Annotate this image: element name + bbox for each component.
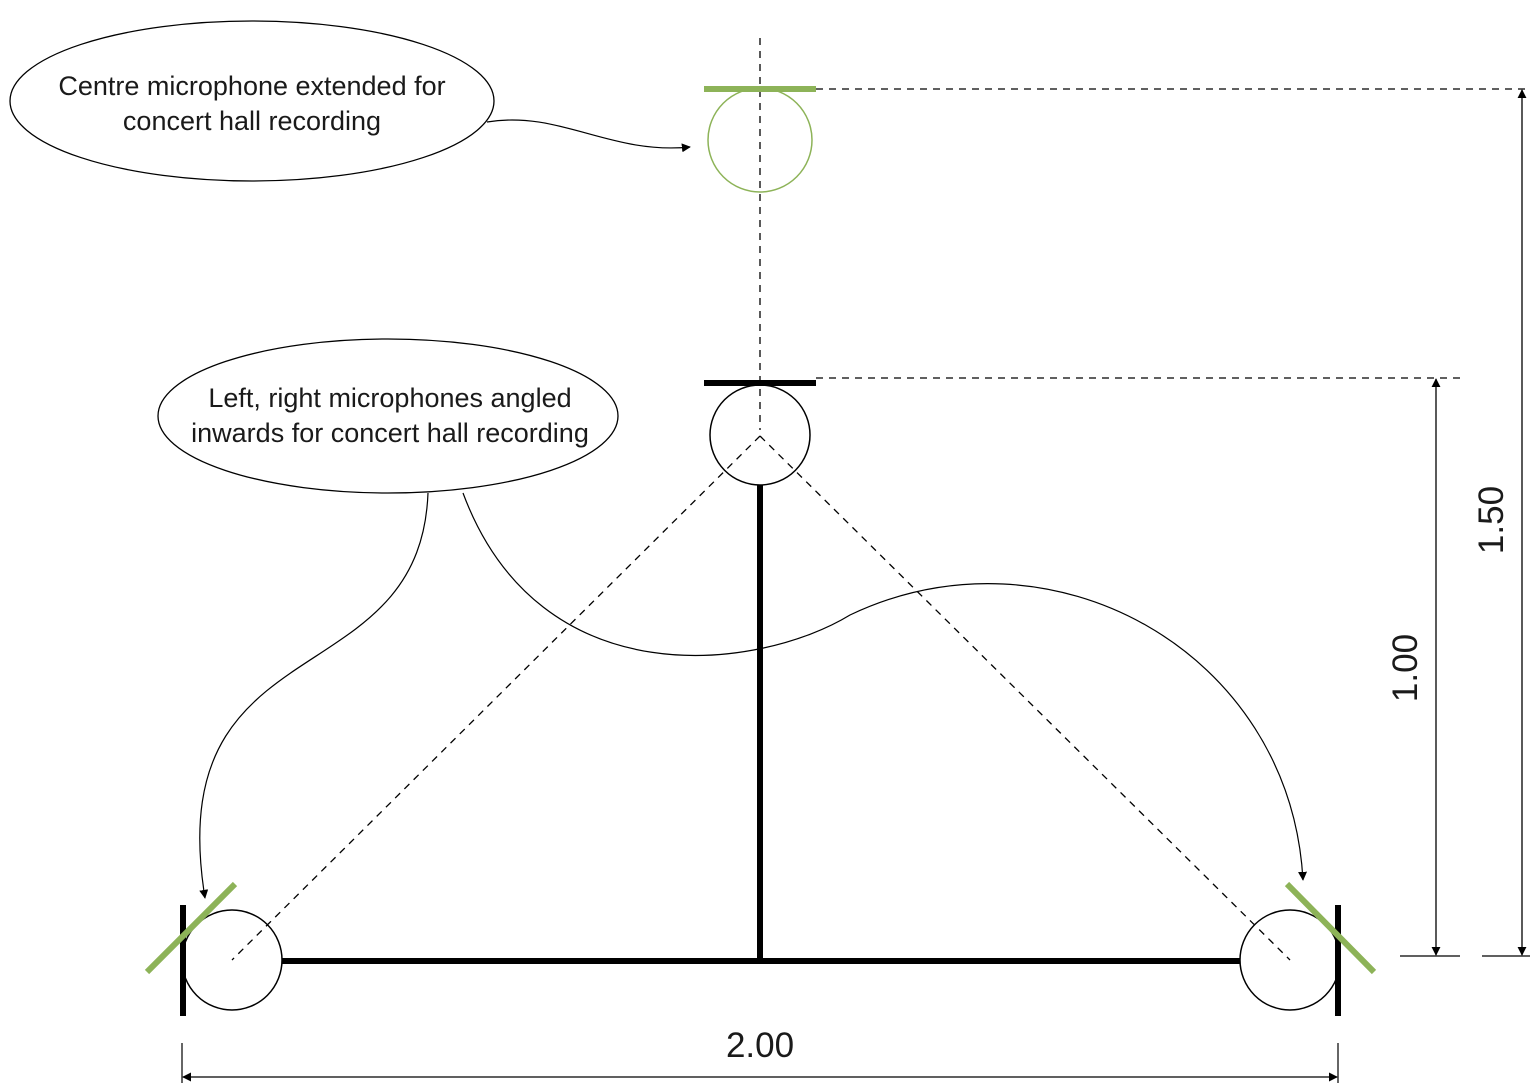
left-angled-capsule — [144, 881, 238, 975]
left-right-callout-line1: Left, right microphones angled — [208, 383, 571, 413]
left-diagonal-line — [231, 435, 761, 961]
right-diagonal-line — [759, 435, 1291, 961]
centre-callout-line2: concert hall recording — [123, 106, 381, 136]
left-callout-arrow — [199, 492, 429, 899]
left-right-callout-line2: inwards for concert hall recording — [191, 418, 589, 448]
width-dimension-label: 2.00 — [726, 1026, 794, 1065]
outer-height-dimension-label: 1.50 — [1472, 486, 1511, 554]
centre-callout-line1: Centre microphone extended for — [58, 71, 445, 101]
centre-callout-arrow — [486, 119, 691, 153]
right-angled-capsule — [1284, 881, 1377, 975]
centre-callout-bubble — [9, 20, 495, 182]
centre-microphone — [709, 384, 811, 486]
inner-height-dimension-label: 1.00 — [1386, 634, 1425, 702]
right-callout-arrow — [462, 492, 1308, 881]
left-right-callout-bubble — [157, 338, 619, 494]
